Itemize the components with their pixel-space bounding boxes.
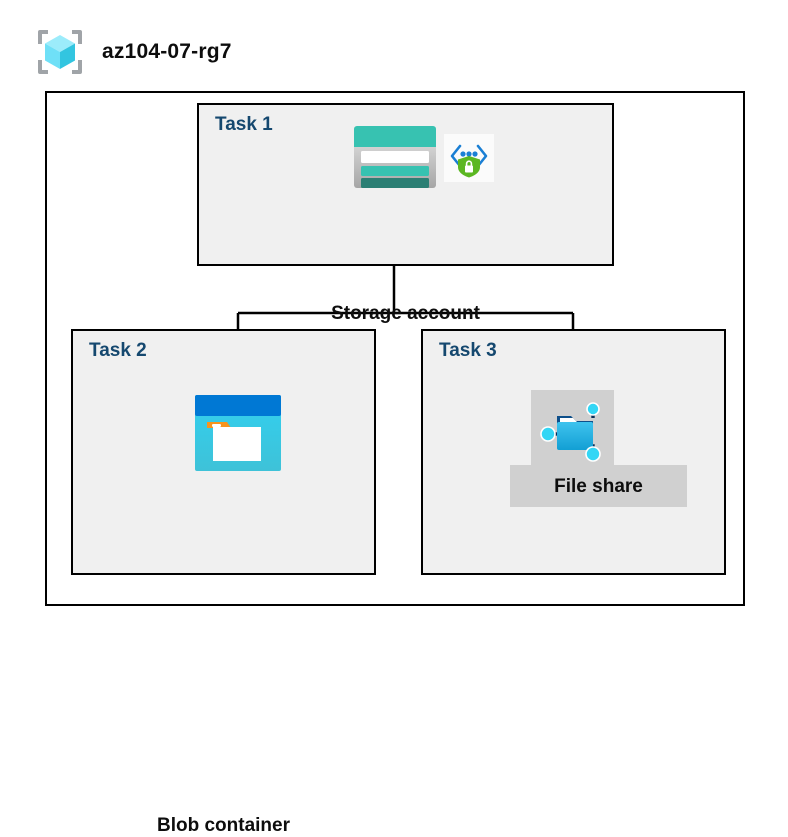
blob-container-icon [193, 393, 283, 478]
resource-group-icon [38, 30, 82, 74]
file-share-label-backdrop [510, 465, 687, 507]
security-shield-icon [444, 134, 494, 187]
task-1-label: Task 1 [215, 114, 273, 135]
file-share-icon [537, 396, 609, 473]
storage-account-icon [352, 124, 438, 195]
resource-group-header: az104-07-rg7 [32, 24, 232, 80]
task-3-label: Task 3 [439, 340, 497, 361]
file-share-caption: File share [554, 476, 643, 497]
task-2-label: Task 2 [89, 340, 147, 361]
blob-container-caption: Blob container [156, 815, 290, 836]
storage-account-caption: Storage account [331, 303, 480, 324]
page-title: az104-07-rg7 [102, 40, 232, 63]
